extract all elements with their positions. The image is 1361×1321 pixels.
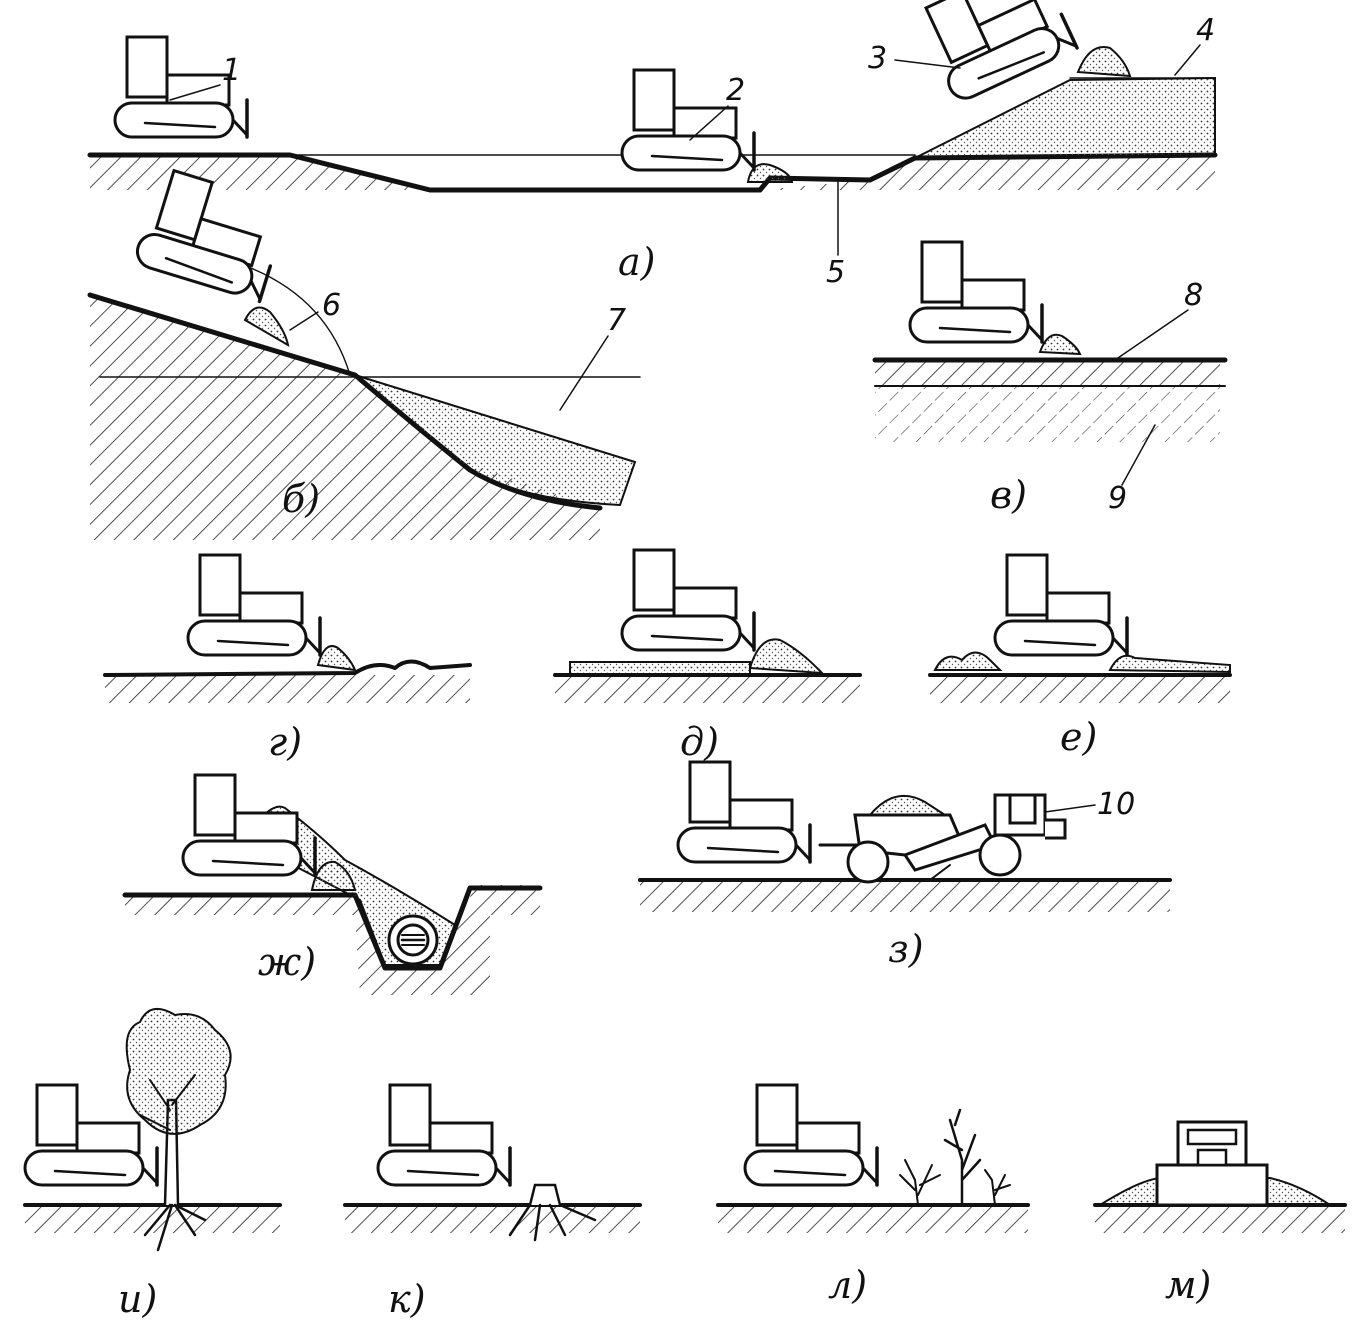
bulldozer-k [376,1083,512,1187]
shrubs [899,1108,1011,1207]
label-k: к) [388,1277,426,1321]
tree [125,1007,232,1252]
label-i: и) [118,1277,157,1321]
label-l: л) [828,1263,867,1307]
label-d: д) [680,720,719,764]
bulldozer-d [620,548,756,652]
callout-6: 6 [322,288,341,323]
panel-i: и) [23,1007,282,1321]
scraper [818,793,1067,884]
bulldozer-zh [181,773,317,877]
callout-1: 1 [222,53,241,88]
label-a: а) [618,240,655,284]
stump [508,1183,597,1242]
panel-b: 6 7 б) [87,165,641,540]
label-m: м) [1165,1263,1211,1307]
callout-9: 9 [1108,481,1127,516]
panel-g: г) [103,553,472,764]
panel-e: е) [928,553,1232,759]
dozer-front-view [1155,1120,1269,1207]
label-e: е) [1060,715,1097,759]
panel-m: м) [1093,1120,1347,1307]
bulldozer-z [676,760,812,864]
bulldozer-g [186,553,322,657]
bulldozer-v [908,240,1044,344]
label-zh: ж) [258,940,316,984]
panel-l: л) [716,1083,1030,1307]
callout-10: 10 [1097,787,1135,822]
callout-5: 5 [826,255,845,290]
callout-3: 3 [868,41,887,76]
label-v: в) [990,473,1027,517]
label-z: з) [888,927,924,971]
callout-2: 2 [726,73,745,108]
bulldozer-e [993,553,1129,657]
panel-d: д) [553,548,862,764]
panel-z: 10 з) [638,760,1172,971]
panel-k: к) [343,1083,642,1321]
callout-4: 4 [1196,13,1215,48]
bulldozer-l [743,1083,879,1187]
callout-7: 7 [607,303,626,338]
panel-a: 1 2 3 4 5 а) [87,0,1218,290]
label-b: б) [282,477,320,521]
label-g: г) [268,720,302,764]
panel-v: 8 9 в) [872,240,1228,517]
callout-8: 8 [1184,278,1203,313]
panel-zh: ж) [122,773,543,995]
